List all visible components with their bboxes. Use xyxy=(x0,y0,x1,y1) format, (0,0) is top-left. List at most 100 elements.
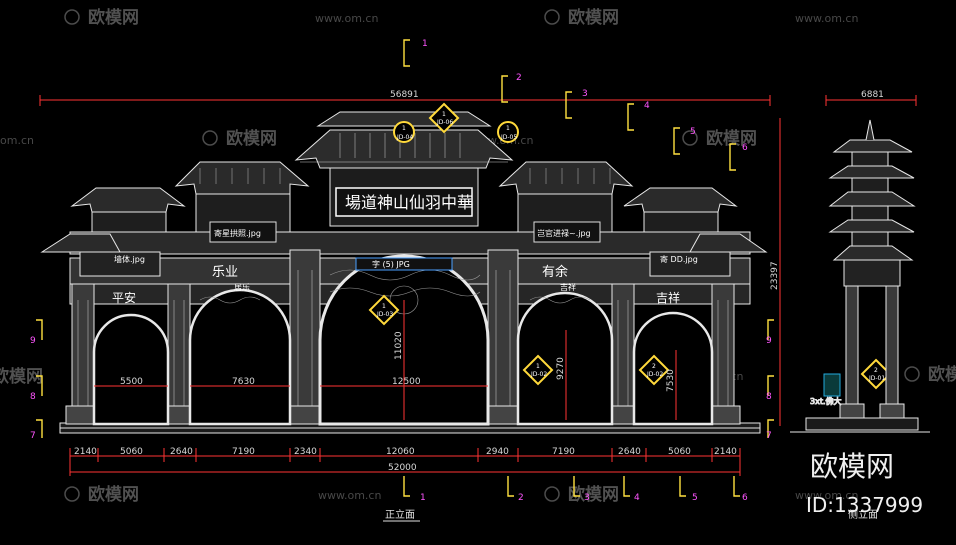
vertical-dim-label: 7530 xyxy=(666,369,676,392)
dimension-overall-label: 56891 xyxy=(390,90,419,100)
callout-num: 1 xyxy=(536,363,540,370)
bottom-dim-label: 7190 xyxy=(552,447,575,457)
arch-width-label: 12500 xyxy=(392,377,421,387)
far-left-plaque-text: 墙体.jpg xyxy=(114,254,145,264)
grid-label: 8 xyxy=(30,392,36,402)
watermark-brand: 欧模网 xyxy=(88,484,139,505)
right-mid-plaque-text: 有余 xyxy=(542,264,568,280)
grid-markers-left xyxy=(36,319,43,438)
watermark-brand: 欧模网 xyxy=(568,7,619,28)
bottom-dim-label: 2940 xyxy=(486,447,509,457)
grid-label: 6 xyxy=(742,493,748,503)
plaques: 場道神山仙羽中華 寄星拱照.jpg 岂官进禄~.jpg 字 (5) JPG 乐业… xyxy=(112,187,698,305)
center-band-text: 字 (5) JPG xyxy=(372,259,410,269)
bottom-dimensions: 2140 5060 2640 7190 2340 12060 2940 7190… xyxy=(69,447,741,476)
footer-brand: 欧模网 ID:1337999 xyxy=(806,450,923,517)
watermark-url: www.om.cn xyxy=(315,12,378,25)
grid-label: 7 xyxy=(766,431,772,441)
main-plaque-text: 場道神山仙羽中華 xyxy=(345,193,473,212)
footer-brand-text: 欧模网 xyxy=(810,450,894,483)
callout-marker: 1 JD-04 xyxy=(393,121,415,143)
callout-id: JD-06 xyxy=(436,119,453,126)
watermark-logo-icon xyxy=(202,130,218,146)
grid-label: 5 xyxy=(692,493,698,503)
dimension-overall-height: 23397 xyxy=(770,118,781,426)
watermark-url: www.om.cn xyxy=(318,489,381,502)
grid-label: 3 xyxy=(582,89,588,99)
watermark-brand: 欧模网 xyxy=(928,364,956,385)
bottom-dim-label: 5060 xyxy=(668,447,691,457)
center-band-plaque xyxy=(355,257,453,271)
callout-id: JD-01 xyxy=(868,375,885,382)
main-plaque xyxy=(335,187,473,217)
arch-width-label: 5500 xyxy=(120,377,143,387)
dimension-overall: 56891 xyxy=(39,90,771,106)
grid-label: 3 xyxy=(584,493,590,503)
grid-markers-bottom xyxy=(403,476,740,497)
watermark-brand: 欧模网 xyxy=(226,128,277,149)
grid-label: 5 xyxy=(690,127,696,137)
footer-id-text: ID:1337999 xyxy=(806,493,923,517)
watermark-logo-icon xyxy=(544,486,560,502)
watermark-logo-icon xyxy=(64,9,80,25)
callout-marker: 2 JD-02 xyxy=(638,354,670,386)
grid-labels-right: 9 8 7 xyxy=(766,336,772,441)
bottom-total-label: 52000 xyxy=(388,463,417,473)
arch-width-label: 7630 xyxy=(232,377,255,387)
side-view-title: 侧立面 xyxy=(848,508,878,521)
grid-label: 4 xyxy=(634,493,640,503)
watermark-logo-icon xyxy=(682,130,698,146)
grid-label: 2 xyxy=(518,493,524,503)
dimension-side-width: 6881 xyxy=(825,90,917,106)
left-mid-plaque-text: 乐业 xyxy=(212,265,238,280)
grid-markers-right xyxy=(767,319,774,438)
side-label-text: 3xt.佛大 xyxy=(810,396,842,406)
grid-label: 2 xyxy=(516,73,522,83)
watermark-logo-icon xyxy=(904,366,920,382)
arch-dimensions: 5500 7630 12500 11020 9270 7530 xyxy=(94,300,677,420)
dimension-height-label: 23397 xyxy=(770,261,780,290)
callout-marker: 1 JD-05 xyxy=(497,121,519,143)
callout-num: 1 xyxy=(506,125,510,132)
callout-id: JD-04 xyxy=(396,134,413,141)
watermark-url: www.om.cn xyxy=(795,489,858,502)
right-low-plaque-text: 吉祥 xyxy=(656,291,680,305)
side-elevation: 3xt.佛大 xyxy=(790,119,930,433)
callout-num: 1 xyxy=(442,111,446,118)
callout-id: JD-05 xyxy=(500,134,517,141)
left-upper-plaque-text: 寄星拱照.jpg xyxy=(214,228,261,238)
left-low-plaque-text: 平安 xyxy=(112,290,136,305)
small-right-plaque-text: 吉祥 xyxy=(560,282,576,292)
watermark-url: www.om.cn xyxy=(795,12,858,25)
grid-label: 9 xyxy=(766,336,772,346)
watermark-brand: 欧模网 xyxy=(706,128,757,149)
watermark-url: om.cn xyxy=(0,134,34,147)
grid-labels-top: 1 2 3 4 5 6 xyxy=(422,39,748,153)
callout-num: 2 xyxy=(652,363,656,370)
dimension-side-width-label: 6881 xyxy=(861,90,884,100)
callout-marker: 1 JD-06 xyxy=(428,102,460,134)
bottom-dim-label: 12060 xyxy=(386,447,415,457)
front-view-title: 正立面 xyxy=(385,508,415,521)
grid-label: 9 xyxy=(30,336,36,346)
bottom-dim-label: 2140 xyxy=(714,447,737,457)
left-upper-plaque xyxy=(209,221,277,243)
bottom-dim-label: 2640 xyxy=(618,447,641,457)
right-upper-plaque xyxy=(533,221,601,243)
vertical-dim-label: 9270 xyxy=(556,357,566,380)
grid-label: 7 xyxy=(30,431,36,441)
callout-id: JD-02 xyxy=(530,371,547,378)
bottom-dim-label: 7190 xyxy=(232,447,255,457)
grid-label: 4 xyxy=(644,101,650,111)
watermark-brand: 欧模网 xyxy=(568,484,619,505)
bottom-dim-label: 5060 xyxy=(120,447,143,457)
callout-marker: 1 JD-02 xyxy=(522,354,554,386)
grid-label: 1 xyxy=(420,493,426,503)
grid-label: 6 xyxy=(742,143,748,153)
right-upper-plaque-text: 岂官进禄~.jpg xyxy=(537,228,591,238)
bottom-dim-label: 2640 xyxy=(170,447,193,457)
grid-labels-bottom: 1 2 3 4 5 6 xyxy=(420,493,748,503)
callout-marker: 1 JD-03 xyxy=(368,294,400,326)
callout-id: JD-03 xyxy=(376,311,393,318)
small-left-plaque-text: 居乐 xyxy=(234,282,250,292)
